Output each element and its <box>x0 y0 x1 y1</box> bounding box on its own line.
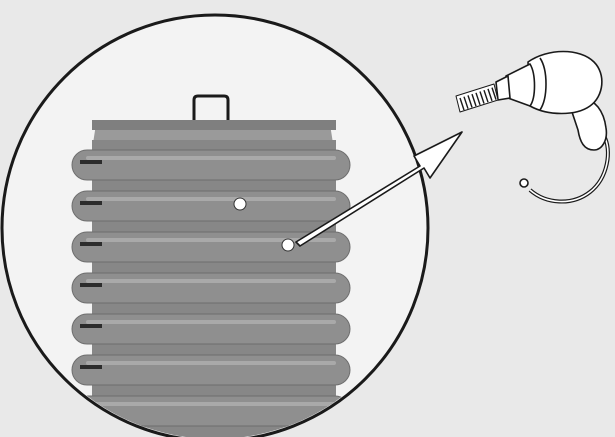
tool-collar <box>495 75 511 101</box>
brush-bristle <box>483 89 489 103</box>
brush-bristle <box>467 95 473 108</box>
tool-plug <box>519 178 529 188</box>
rotary-brush-tool-icon <box>455 50 610 204</box>
brush-bristle <box>459 97 465 111</box>
unit-fin <box>71 313 351 345</box>
unit-fin <box>71 149 351 181</box>
unit-fin <box>71 354 351 386</box>
brush-bristle <box>471 93 477 107</box>
unit-fin <box>71 231 351 263</box>
magnifier-outline <box>0 13 430 437</box>
tool-body-ring <box>539 57 547 111</box>
tool-brush-head <box>455 83 499 113</box>
brush-bristle <box>475 92 481 106</box>
arrow-icon <box>295 131 463 247</box>
unit-handle <box>192 94 230 122</box>
unit-hole-upper <box>233 197 247 211</box>
unit-hole-lower <box>281 238 295 252</box>
tool-body <box>527 50 603 115</box>
brush-bristle <box>491 87 497 100</box>
unit-fin <box>71 190 351 222</box>
tool-nose <box>505 63 536 107</box>
unit-top-band <box>92 120 336 130</box>
finned-cylinder-icon <box>71 94 351 437</box>
brush-bristle <box>479 91 485 104</box>
brush-bristle <box>487 88 493 102</box>
unit-fin <box>71 395 351 427</box>
unit-fin <box>71 272 351 304</box>
brush-bristle <box>463 96 469 109</box>
